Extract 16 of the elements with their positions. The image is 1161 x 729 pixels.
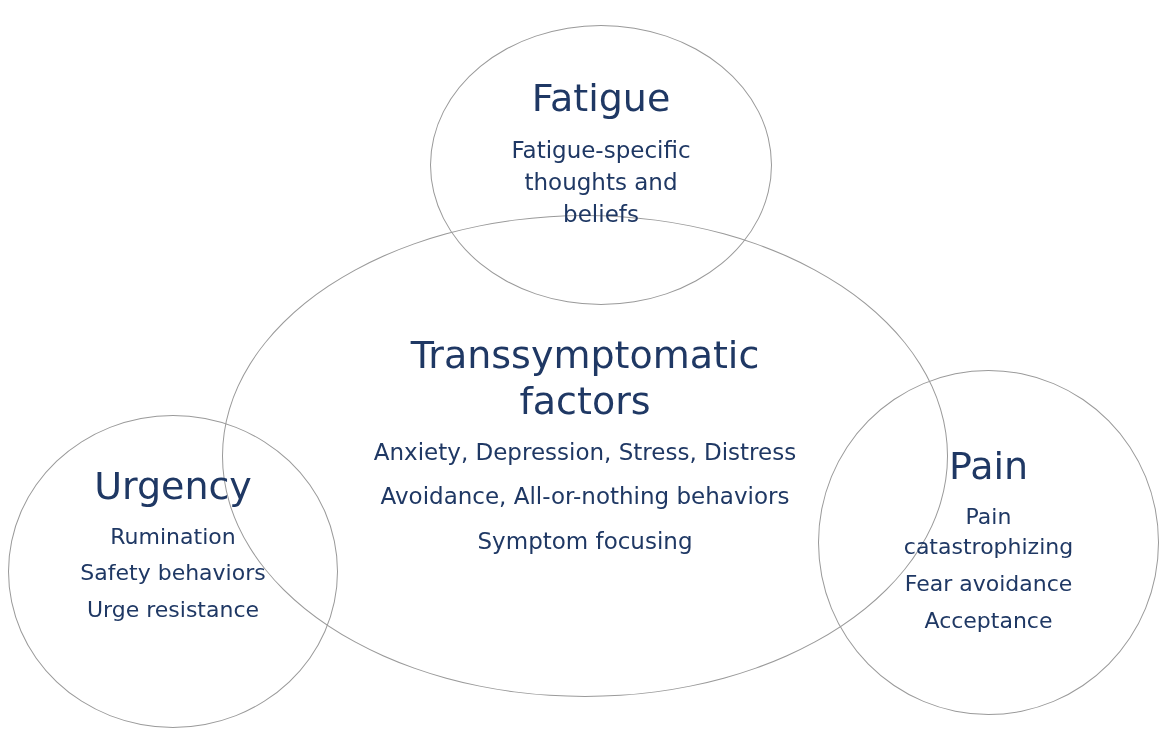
ellipse-title: Transsymptomatic factors [409, 333, 761, 425]
ellipse-text: Symptom focusing [477, 526, 693, 556]
ellipse-text: Fatigue-specific thoughts and beliefs [510, 135, 692, 229]
ellipse-text: Fear avoidance [904, 570, 1073, 599]
ellipse-title: Pain [948, 444, 1029, 490]
ellipse-text: Pain catastrophizing [902, 502, 1075, 562]
ellipse-text: Acceptance [924, 607, 1053, 635]
ellipse-text: Anxiety, Depression, Stress, Distress [373, 438, 797, 468]
ellipse-title: Urgency [94, 464, 252, 510]
ellipse [8, 415, 338, 728]
ellipse-text: Rumination [110, 522, 236, 551]
ellipse-text: Avoidance, All-or-nothing behaviors [380, 482, 790, 512]
ellipse-text: Safety behaviors [80, 559, 266, 588]
ellipse [818, 370, 1159, 715]
ellipse-text: Urge resistance [86, 596, 260, 625]
ellipse-title: Fatigue [531, 76, 671, 122]
